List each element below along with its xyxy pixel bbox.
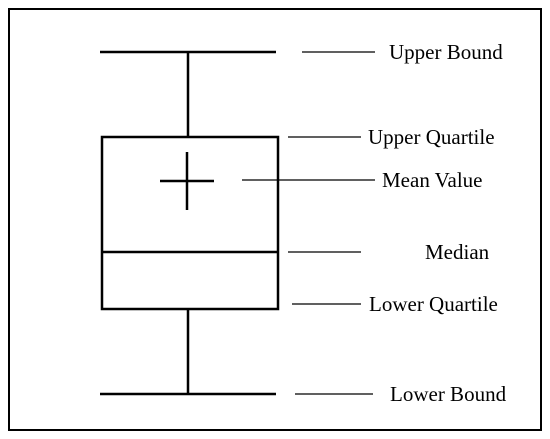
mean-value-label: Mean Value [382, 168, 483, 192]
lower-quartile-label: Lower Quartile [369, 292, 498, 316]
median-label: Median [425, 240, 490, 264]
diagram-frame [8, 8, 542, 431]
lower-bound-label: Lower Bound [390, 382, 507, 406]
upper-bound-label: Upper Bound [389, 40, 503, 64]
upper-quartile-label: Upper Quartile [368, 125, 495, 149]
interquartile-box [100, 135, 280, 311]
